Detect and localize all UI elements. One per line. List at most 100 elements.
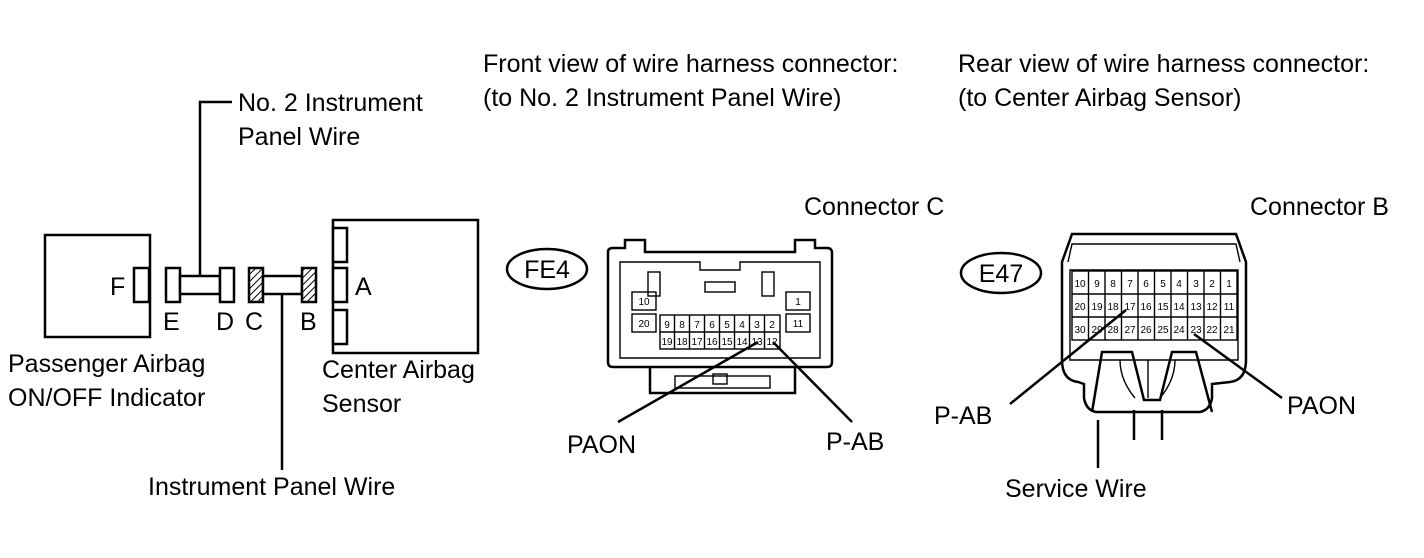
connector-c-title: Connector C (804, 193, 944, 221)
connector-b-pins: 10 9 8 7 6 5 4 3 2 1 20 19 18 17 16 15 1… (1071, 270, 1238, 341)
pin-label: 11 (793, 319, 804, 330)
pin-label: 30 (1074, 325, 1086, 336)
rear-view-heading: Rear view of wire harness connector: (958, 50, 1369, 78)
pin-label: 9 (664, 320, 670, 331)
service-wire-label: Service Wire (1005, 475, 1147, 503)
paon-c-label: PAON (567, 431, 636, 459)
pin-label: 10 (1074, 279, 1086, 290)
pin-label: 20 (638, 319, 650, 330)
pin-label: 8 (1110, 279, 1116, 290)
pin-label: 5 (1160, 279, 1166, 290)
pin-label: 13 (1190, 302, 1202, 313)
pin-cell (785, 313, 811, 333)
pin-label: 16 (706, 337, 718, 348)
pin-label: 7 (694, 320, 700, 331)
ip-wire-segment (261, 274, 304, 296)
no2-wire-leader (198, 100, 232, 276)
paon-c-leader (617, 340, 759, 424)
paon-b-leader (1193, 332, 1283, 400)
label-c: C (245, 308, 263, 336)
label-f: F (110, 273, 125, 301)
e47-badge (959, 251, 1043, 295)
label-d: D (216, 308, 234, 336)
connector-e (164, 266, 182, 304)
connector-b-title: Connector B (1250, 193, 1389, 221)
connector-c-plug (247, 266, 265, 304)
pin-label: 18 (1107, 302, 1119, 313)
pin-label: 23 (1190, 325, 1202, 336)
fe4-badge (505, 247, 589, 291)
label-e: E (163, 308, 180, 336)
pin-label: 4 (1176, 279, 1182, 290)
pin-label: 24 (1173, 325, 1185, 336)
pin-label: 19 (661, 337, 673, 348)
indicator-label-line2: ON/OFF Indicator (8, 384, 205, 412)
pin-label: 18 (676, 337, 688, 348)
pin-label: 22 (1206, 325, 1218, 336)
indicator-box (43, 233, 152, 339)
pin-label: 6 (1143, 279, 1149, 290)
pab-c-label: P-AB (826, 428, 884, 456)
pab-b-leader (1009, 309, 1127, 405)
pin-label: 21 (1223, 325, 1235, 336)
connector-c-housing (606, 238, 834, 395)
pin-label: 12 (766, 337, 778, 348)
pin-label: 25 (1157, 325, 1169, 336)
pin-label: 28 (1107, 325, 1119, 336)
front-view-subheading: (to No. 2 Instrument Panel Wire) (483, 84, 841, 112)
pin-label: 17 (691, 337, 703, 348)
pin-label: 16 (1140, 302, 1152, 313)
connector-b-housing (1060, 232, 1248, 440)
pin-label: 29 (1091, 325, 1103, 336)
connector-b-plug (300, 266, 318, 304)
pin-cell (631, 291, 657, 311)
pin-label: 20 (1074, 302, 1086, 313)
pin-label: 2 (769, 320, 775, 331)
fe4-code: FE4 (524, 256, 570, 284)
pin-label: 14 (1173, 302, 1185, 313)
pin-cell (631, 313, 657, 333)
pin-label: 27 (1124, 325, 1136, 336)
pin-label: 5 (724, 320, 730, 331)
pin-label: 14 (736, 337, 748, 348)
pin-label: 2 (1209, 279, 1215, 290)
sensor-box (331, 218, 480, 355)
pin-label: 26 (1140, 325, 1152, 336)
sensor-label-line1: Center Airbag (322, 356, 475, 384)
pin-label: 4 (739, 320, 745, 331)
pin-label: 1 (795, 297, 801, 308)
sensor-label-line2: Sensor (322, 390, 401, 418)
sensor-port-3 (331, 308, 349, 346)
pin-label: 17 (1124, 302, 1136, 313)
pin-label: 15 (1157, 302, 1169, 313)
indicator-label-line1: Passenger Airbag (8, 350, 205, 378)
pin-label: 19 (1091, 302, 1103, 313)
pin-label: 9 (1094, 279, 1100, 290)
pin-label: 8 (679, 320, 685, 331)
paon-b-label: PAON (1287, 392, 1356, 420)
label-b: B (300, 308, 317, 336)
sensor-port-a (331, 266, 349, 304)
pin-label: 12 (1206, 302, 1218, 313)
pin-label: 1 (1226, 279, 1232, 290)
e47-code: E47 (979, 260, 1023, 288)
pin-label: 3 (754, 320, 760, 331)
front-view-heading: Front view of wire harness connector: (483, 50, 898, 78)
pab-c-leader (772, 341, 853, 423)
connector-d (218, 266, 236, 304)
pin-label: 3 (1193, 279, 1199, 290)
pin-label: 15 (721, 337, 733, 348)
no2-wire-segment (178, 274, 222, 296)
connector-f (132, 266, 151, 304)
pin-label: 7 (1127, 279, 1133, 290)
label-a: A (355, 273, 372, 301)
pab-b-label: P-AB (934, 402, 992, 430)
no2-wire-label-line1: No. 2 Instrument (238, 89, 423, 117)
connector-c-pins: 10 20 1 11 9 8 7 6 5 4 3 2 19 18 17 16 1… (631, 291, 811, 350)
ip-wire-label: Instrument Panel Wire (148, 473, 395, 501)
pin-label: 11 (1224, 302, 1235, 313)
pin-cell (785, 291, 811, 311)
no2-wire-label-line2: Panel Wire (238, 123, 360, 151)
